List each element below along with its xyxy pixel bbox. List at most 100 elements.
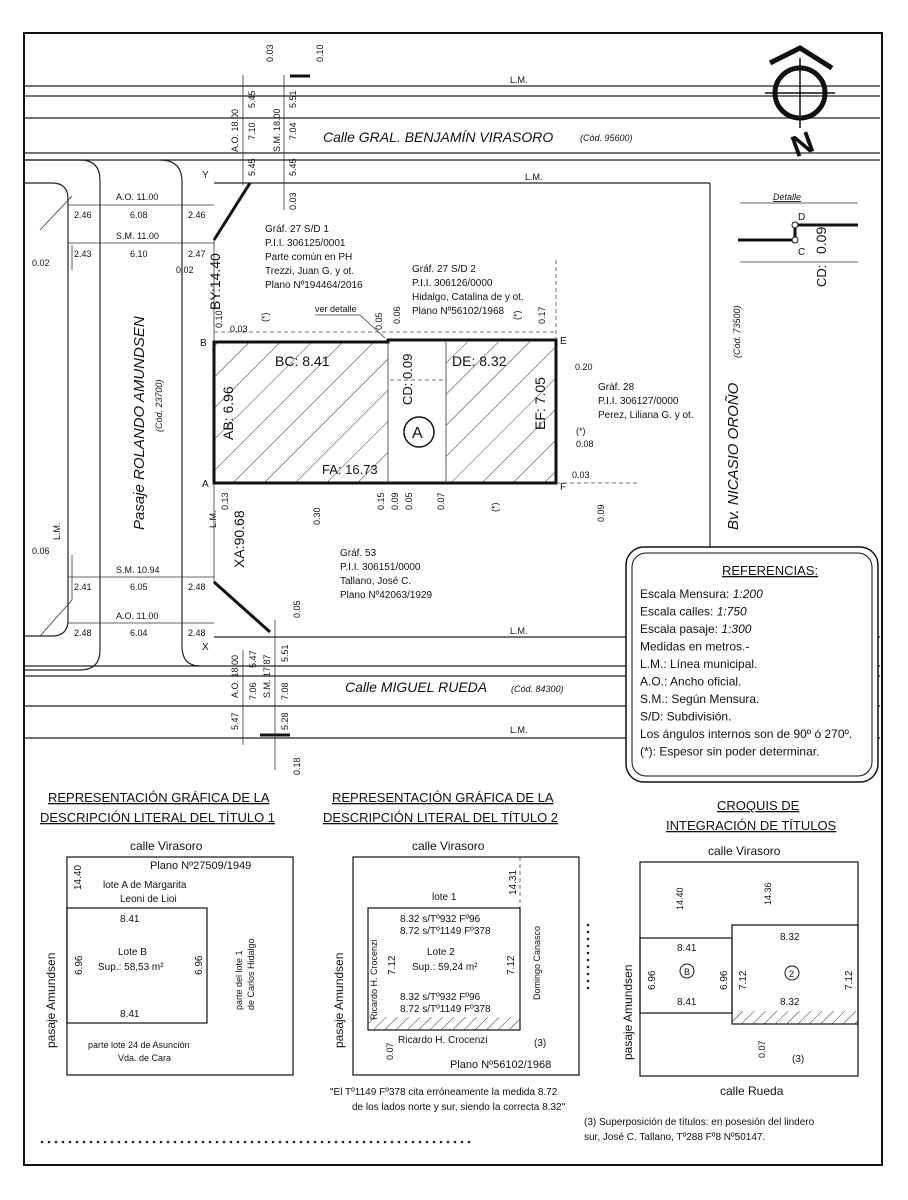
point-f: F (560, 482, 566, 493)
svg-text:Plano Nº56102/1968: Plano Nº56102/1968 (412, 306, 504, 317)
dot-mark (145, 1140, 149, 1144)
point-a: A (202, 479, 209, 490)
detail-value: 0.09 (813, 227, 829, 254)
t1-loteA-2: Leoni de Lioi (120, 894, 177, 905)
svg-text:Tallano, José C.: Tallano, José C. (340, 576, 411, 587)
t2-note-1: "El Tº1149 Fº378 cita erróneamente la me… (330, 1087, 558, 1098)
t2-s3: 8.32 s/Tº932 Fº96 (400, 992, 481, 1003)
dot-mark (341, 1140, 345, 1144)
t2-bottom-owner: Ricardo H. Crocenzi (398, 1035, 487, 1046)
dim-label: 2.48 (74, 628, 92, 638)
svg-text:Hidalgo, Catalina de y ot.: Hidalgo, Catalina de y ot. (412, 292, 524, 303)
svg-text:Plano Nº42063/1929: Plano Nº42063/1929 (340, 590, 432, 601)
dim-label: 5.45 (288, 158, 298, 176)
dot-mark (159, 1140, 163, 1144)
t3-b: B (684, 967, 690, 977)
t3-bot-2: 8.32 (780, 997, 800, 1008)
north-label: N (787, 126, 819, 164)
reference-line: A.O.: Ancho oficial. (640, 675, 741, 689)
dot-mark (404, 1140, 408, 1144)
dim-label: 0.05 (374, 312, 384, 330)
dot-mark (215, 1140, 219, 1144)
dot-mark (586, 944, 590, 948)
north-arrow-icon: N (765, 45, 835, 164)
svg-text:Gráf. 27 S/D 2: Gráf. 27 S/D 2 (412, 264, 476, 275)
dot-mark (348, 1140, 352, 1144)
point-y: Y (202, 170, 209, 181)
detail-box: Detalle D C 0.09 CD: (738, 192, 858, 287)
dim-label: 2.46 (188, 210, 206, 220)
dim-label: 2.43 (74, 249, 92, 259)
dim-label: 2.47 (188, 249, 206, 259)
dim-label: 0.15 (376, 492, 386, 510)
t3-street: calle Virasoro (708, 844, 781, 858)
dot-mark (292, 1140, 296, 1144)
side-cd: CD: 0.09 (400, 354, 415, 405)
dot-mark (285, 1140, 289, 1144)
sheet-frame (23, 32, 883, 1166)
dim-label: 0.18 (292, 757, 302, 775)
dot-mark (54, 1140, 58, 1144)
dim-label: 7.06 (248, 682, 258, 700)
dot-mark (229, 1140, 233, 1144)
dim-label: (*) (260, 313, 270, 323)
lot-label-circle (403, 416, 435, 448)
t3-title-1: CROQUIS DE (717, 798, 800, 813)
t2-note-2: de los lados norte y sur, siendo la corr… (352, 1102, 566, 1113)
dot-mark (586, 986, 590, 990)
svg-text:Gráf. 53: Gráf. 53 (340, 548, 377, 559)
dot-mark (166, 1140, 170, 1144)
dot-mark (236, 1140, 240, 1144)
dot-mark (313, 1140, 317, 1144)
dot-mark (208, 1140, 212, 1144)
t2-street: calle Virasoro (412, 839, 485, 853)
t1-bottom-2: Vda. de Cara (118, 1053, 171, 1063)
dim-label: A.O. 18.00 (230, 109, 240, 152)
dim-label: 2.48 (188, 582, 206, 592)
dim-label: 0.06 (392, 306, 402, 324)
street-name-orono: Bv. NICASIO OROÑO (725, 382, 742, 530)
t1-side: pasaje Amundsen (44, 953, 58, 1048)
dim-label: 7.04 (288, 122, 298, 140)
dim-label: 0.05 (404, 492, 414, 510)
dot-mark (355, 1140, 359, 1144)
dim-label: (*) (490, 503, 500, 513)
lm-left-label: L.M. (52, 522, 62, 540)
detail-cd: CD: (814, 265, 829, 287)
street-code-amundsen: (Cód. 23700) (154, 379, 164, 432)
dot-mark (369, 1140, 373, 1144)
t2-lote1: lote 1 (432, 892, 457, 903)
neighbor-2: Gráf. 27 S/D 2 P.I.I. 306126/0000 Hidalg… (412, 264, 524, 317)
t1-street: calle Virasoro (130, 839, 203, 853)
t3-l696: 6.96 (647, 970, 658, 990)
side-ab: AB: 6.96 (220, 386, 236, 440)
reference-line: S/D: Subdivisión. (640, 710, 731, 724)
street-code-rueda: (Cód. 84300) (511, 684, 564, 694)
lot-label: A (412, 425, 423, 442)
reference-line: Escala Mensura: 1:200 (640, 587, 763, 601)
dot-mark (131, 1140, 135, 1144)
dim-label: 5.45 (247, 158, 257, 176)
dim-label: 2.48 (188, 628, 206, 638)
dot-mark (138, 1140, 142, 1144)
t3-side: pasaje Amundsen (621, 965, 635, 1060)
dot-mark (271, 1140, 275, 1144)
dim-label: 0.03 (572, 470, 590, 480)
dot-mark (586, 930, 590, 934)
t2-d1431: 14.31 (508, 870, 519, 895)
t1-bottom: 8.41 (120, 1009, 140, 1020)
dot-mark (201, 1140, 205, 1144)
side-fa: FA: 16.73 (322, 462, 378, 477)
dim-label: 0.06 (32, 546, 50, 556)
t3-d007: 0.07 (757, 1040, 767, 1058)
references-box: REFERENCIAS: Escala Mensura: 1:200Escala… (625, 546, 879, 783)
dim-label: 0.17 (537, 306, 547, 324)
street-virasoro: L.M. L.M. Calle GRAL. BENJAMÍN VIRASORO … (24, 75, 880, 184)
dim-label: 5.28 (280, 712, 290, 730)
dot-mark (82, 1140, 86, 1144)
t2-n3: (3) (534, 1038, 546, 1049)
dim-label: S.M. 17.87 (262, 654, 272, 698)
side-ef: EF: 7.05 (532, 377, 548, 430)
svg-text:P.I.I. 306127/0000: P.I.I. 306127/0000 (598, 396, 679, 407)
dot-mark (124, 1140, 128, 1144)
